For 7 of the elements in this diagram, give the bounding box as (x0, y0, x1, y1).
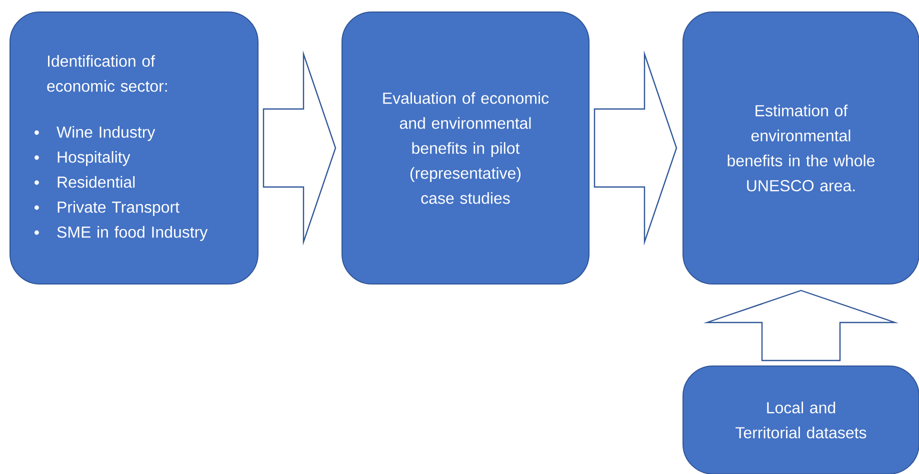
process-box: Estimation of environmental benefits in the whole UNESCO area. (682, 12, 919, 284)
block-arrow (262, 50, 336, 246)
process-box: Evaluation of economic and environmental benefits in pilot (representative) case studies (342, 12, 590, 284)
block-arrow (703, 290, 899, 362)
process-box: Identification of economic sector: Wine Industry Hospitality Residential Private Transport SME in food Industry (10, 12, 258, 284)
block-arrow (594, 50, 678, 246)
process-box: Local and Territorial datasets (682, 366, 919, 474)
